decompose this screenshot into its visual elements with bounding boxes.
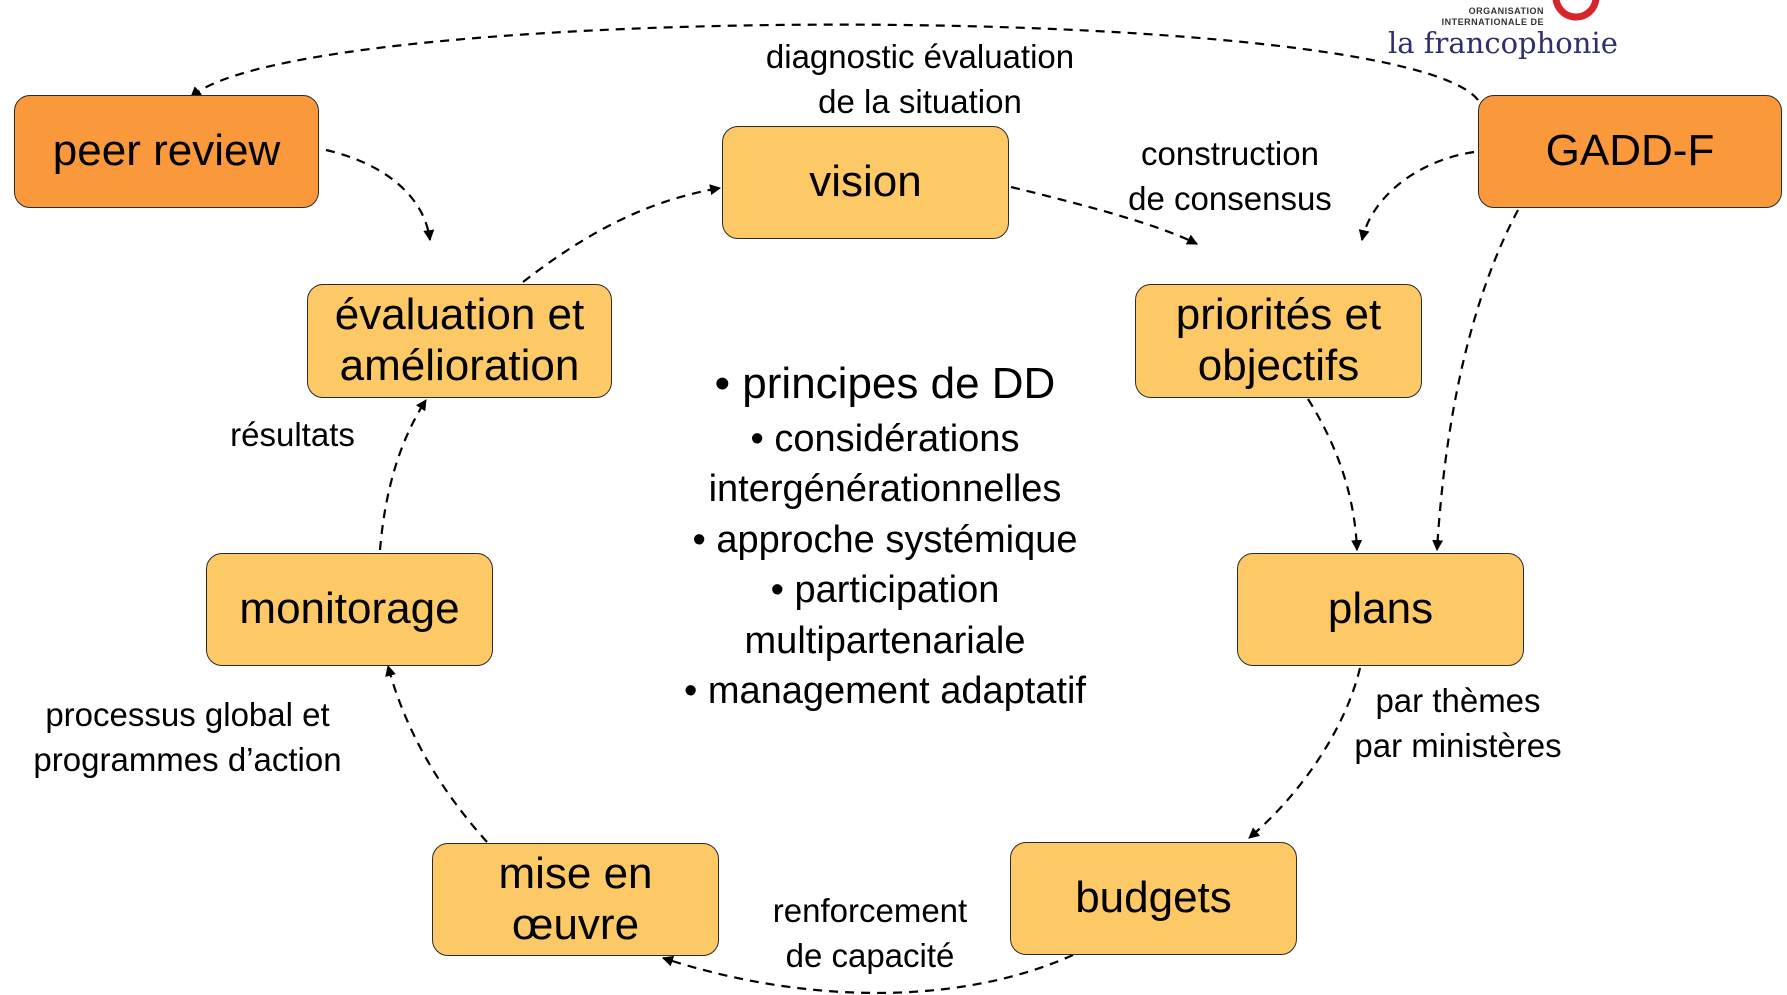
principles-heading: • principes de DD <box>714 359 1056 408</box>
budgets-box: budgets <box>1010 842 1297 955</box>
principle-item: • approche systémique <box>692 518 1078 561</box>
arrow-mise-to-monitorage <box>385 664 488 843</box>
logo-brand: la francophonie <box>1388 26 1618 60</box>
priorites-label-line2: objectifs <box>1197 341 1360 390</box>
diagnostic-line2: de la situation <box>818 83 1022 121</box>
arrow-peer-review-to-evaluation <box>325 148 435 242</box>
priorites-box: priorités et objectifs <box>1135 284 1422 398</box>
diagnostic-label: diagnostic évaluation de la situation <box>720 34 1120 124</box>
peer-review-box: peer review <box>14 95 319 208</box>
evaluation-label-line1: évaluation et <box>334 290 585 340</box>
arrow-vision-to-priorites <box>1010 185 1198 245</box>
gadd-f-label: GADD-F <box>1545 126 1715 176</box>
mise-label-line2: œuvre <box>511 899 640 949</box>
processus-line2: programmes d’action <box>33 741 342 779</box>
evaluation-box: évaluation et amélioration <box>307 284 612 398</box>
arrow-budgets-to-mise <box>661 953 1074 995</box>
resultats-line: résultats <box>230 416 355 453</box>
gadd-f-box: GADD-F <box>1478 95 1782 208</box>
logo-ring-icon <box>1552 0 1600 21</box>
diagnostic-line1: diagnostic évaluation <box>765 38 1075 75</box>
construction-line1: construction <box>1141 135 1319 172</box>
construction-line2: de consensus <box>1128 180 1332 218</box>
monitorage-box: monitorage <box>206 553 493 666</box>
principle-item: • considérations <box>750 417 1020 460</box>
arrow-plans-to-budgets <box>1248 667 1362 839</box>
renforcement-line2: de capacité <box>785 937 955 975</box>
principle-item: • management adaptatif <box>683 670 1086 713</box>
logo-line2: INTERNATIONALE DE <box>1441 17 1544 27</box>
arrow-monitorage-to-evaluation <box>378 399 427 551</box>
plans-box: plans <box>1237 553 1524 666</box>
peer-review-label: peer review <box>52 126 281 176</box>
processus-line1: processus global et <box>45 696 330 733</box>
principle-item: • participation <box>770 569 1000 612</box>
renforcement-line1: renforcement <box>772 892 968 929</box>
arrow-evaluation-to-vision <box>522 184 722 283</box>
par-themes-label: par thèmes par ministères <box>1318 678 1598 768</box>
principles-list: • principes de DD • considérations inter… <box>560 355 1210 717</box>
arrow-priorites-to-plans <box>1307 398 1363 552</box>
principle-item: intergénérationnelles <box>708 468 1062 511</box>
principle-item: multipartenariale <box>744 619 1026 662</box>
evaluation-label-line2: amélioration <box>339 341 580 390</box>
priorites-label-line1: priorités et <box>1175 290 1382 340</box>
mise-en-oeuvre-box: mise en œuvre <box>432 843 719 956</box>
arrow-gadd-to-priorites <box>1358 150 1475 242</box>
construction-label: construction de consensus <box>1080 131 1380 221</box>
renforcement-label: renforcement de capacité <box>735 888 1005 978</box>
mise-label-line1: mise en <box>498 848 653 898</box>
budgets-label: budgets <box>1075 873 1232 923</box>
processus-label: processus global et programmes d’action <box>5 692 370 782</box>
vision-label: vision <box>809 157 922 207</box>
par-themes-line2: par ministères <box>1354 727 1562 765</box>
logo-line1: ORGANISATION <box>1468 6 1544 16</box>
vision-box: vision <box>722 126 1009 239</box>
arrow-gadd-to-plans <box>1432 209 1519 552</box>
monitorage-label: monitorage <box>239 584 460 634</box>
francophonie-logo: ORGANISATION INTERNATIONALE DE la franco… <box>1388 0 1618 62</box>
arrow-gadd-to-peer-review <box>190 23 1479 101</box>
resultats-label: résultats <box>210 412 375 457</box>
plans-label: plans <box>1327 584 1434 634</box>
par-themes-line1: par thèmes <box>1375 682 1541 719</box>
